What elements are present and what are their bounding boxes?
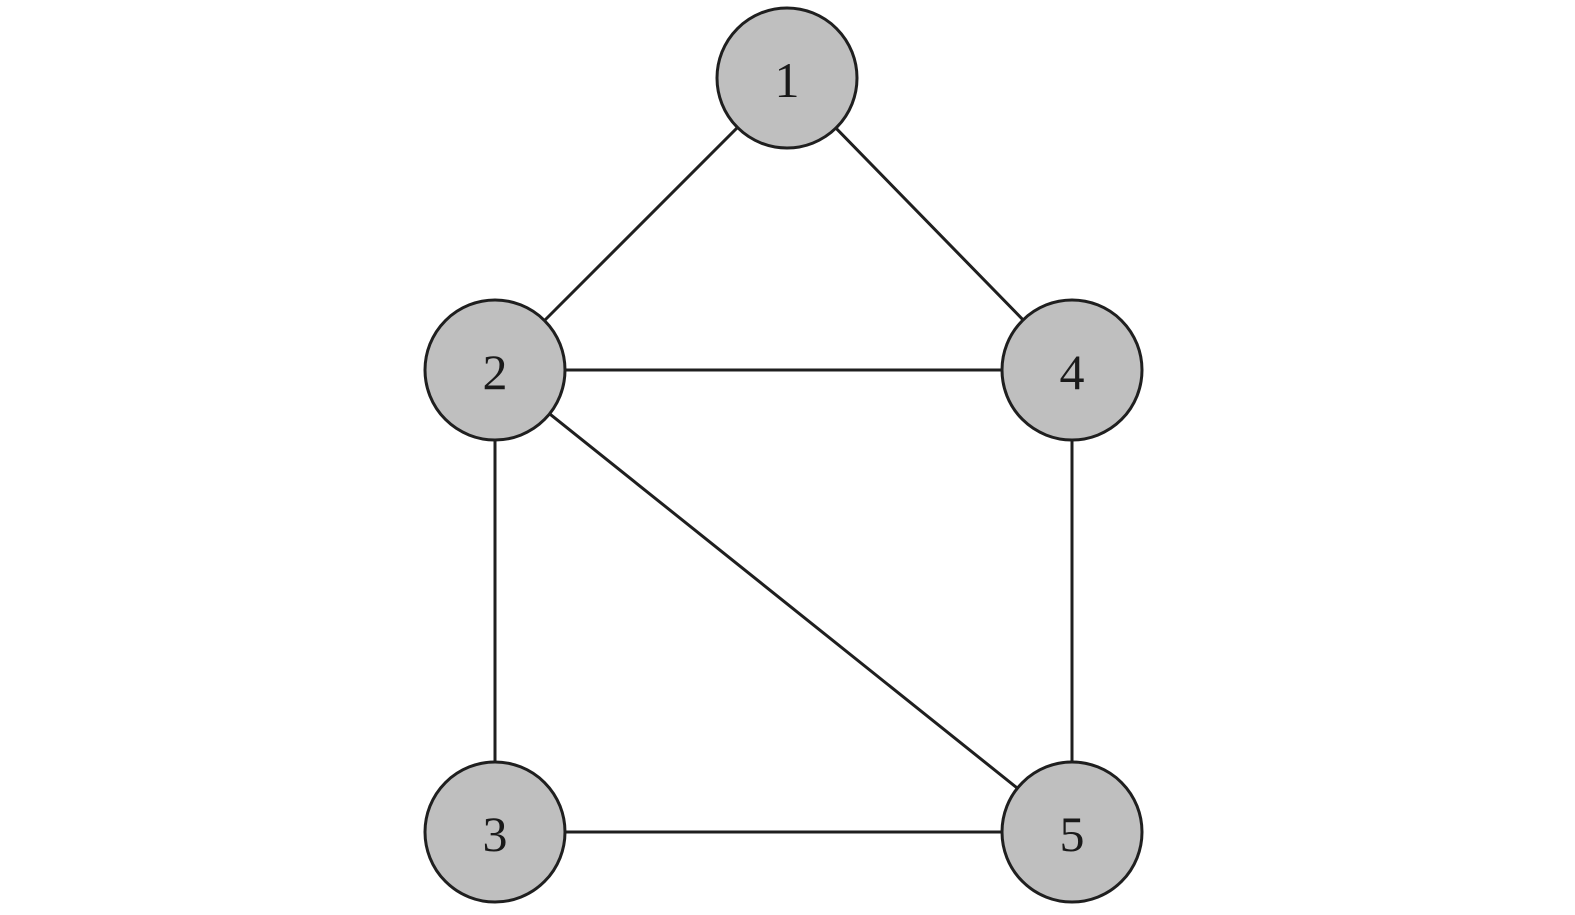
- node-5: 5: [1000, 760, 1144, 904]
- node-2-circle: [423, 298, 567, 442]
- node-1-circle: [715, 6, 859, 150]
- node-4-circle: [1000, 298, 1144, 442]
- node-1-label: 1: [775, 52, 800, 108]
- node-5-label: 5: [1060, 806, 1085, 862]
- node-4: 4: [1000, 298, 1144, 442]
- nodes-layer: 1 2 3 4 5: [423, 6, 1144, 904]
- edge-1-2: [543, 126, 739, 322]
- node-2-label: 2: [483, 344, 508, 400]
- node-5-circle: [1000, 760, 1144, 904]
- edges-layer: [493, 126, 1074, 834]
- node-3: 3: [423, 760, 567, 904]
- node-3-circle: [423, 760, 567, 904]
- node-2: 2: [423, 298, 567, 442]
- node-4-label: 4: [1060, 344, 1085, 400]
- edge-1-4: [834, 127, 1025, 321]
- edge-2-5: [548, 412, 1019, 790]
- node-3-label: 3: [483, 806, 508, 862]
- node-1: 1: [715, 6, 859, 150]
